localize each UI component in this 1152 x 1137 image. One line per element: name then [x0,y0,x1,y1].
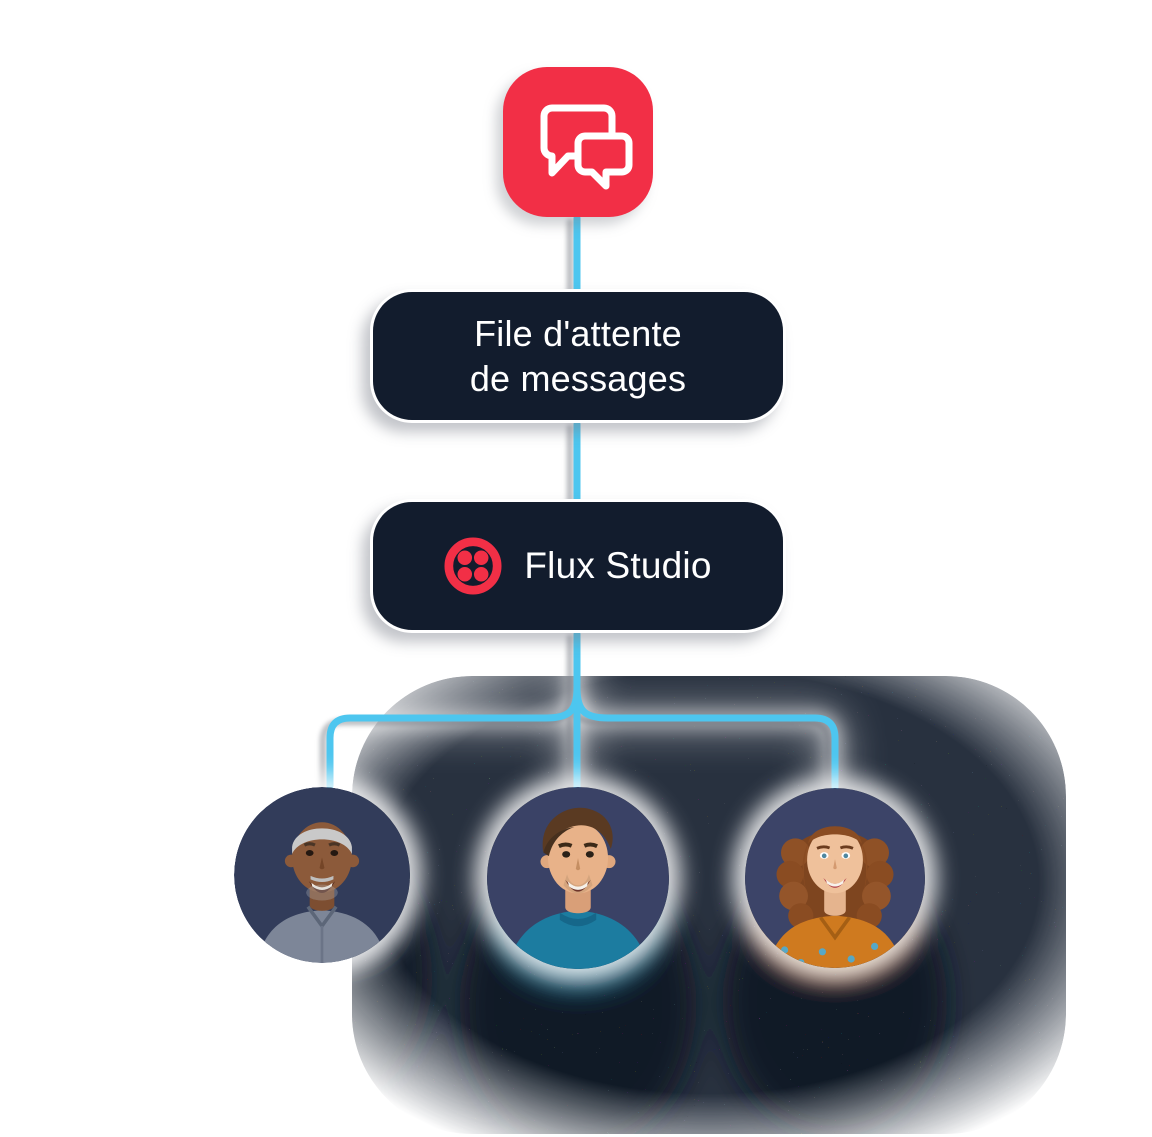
chat-messages-icon [503,67,653,217]
node-flux-studio: Flux Studio [370,499,786,633]
agent-3-portrait [745,788,925,968]
node-message-queue: File d'attente de messages [370,289,786,423]
queue-label-line1: File d'attente [474,313,682,354]
connector-studio-to-agent-1 [326,646,581,790]
studio-label: Flux Studio [524,545,712,586]
agent-2-portrait [487,787,669,969]
queue-label-line2: de messages [469,358,687,399]
agent-1-portrait [234,787,410,963]
chat-bubbles-glyph [540,104,633,190]
agent-avatar-3 [745,788,925,968]
agent-avatar-1 [234,787,410,963]
connector-studio-to-agent-3 [573,646,839,791]
twilio-logo-icon [444,537,502,595]
agent-avatar-2 [487,787,669,969]
